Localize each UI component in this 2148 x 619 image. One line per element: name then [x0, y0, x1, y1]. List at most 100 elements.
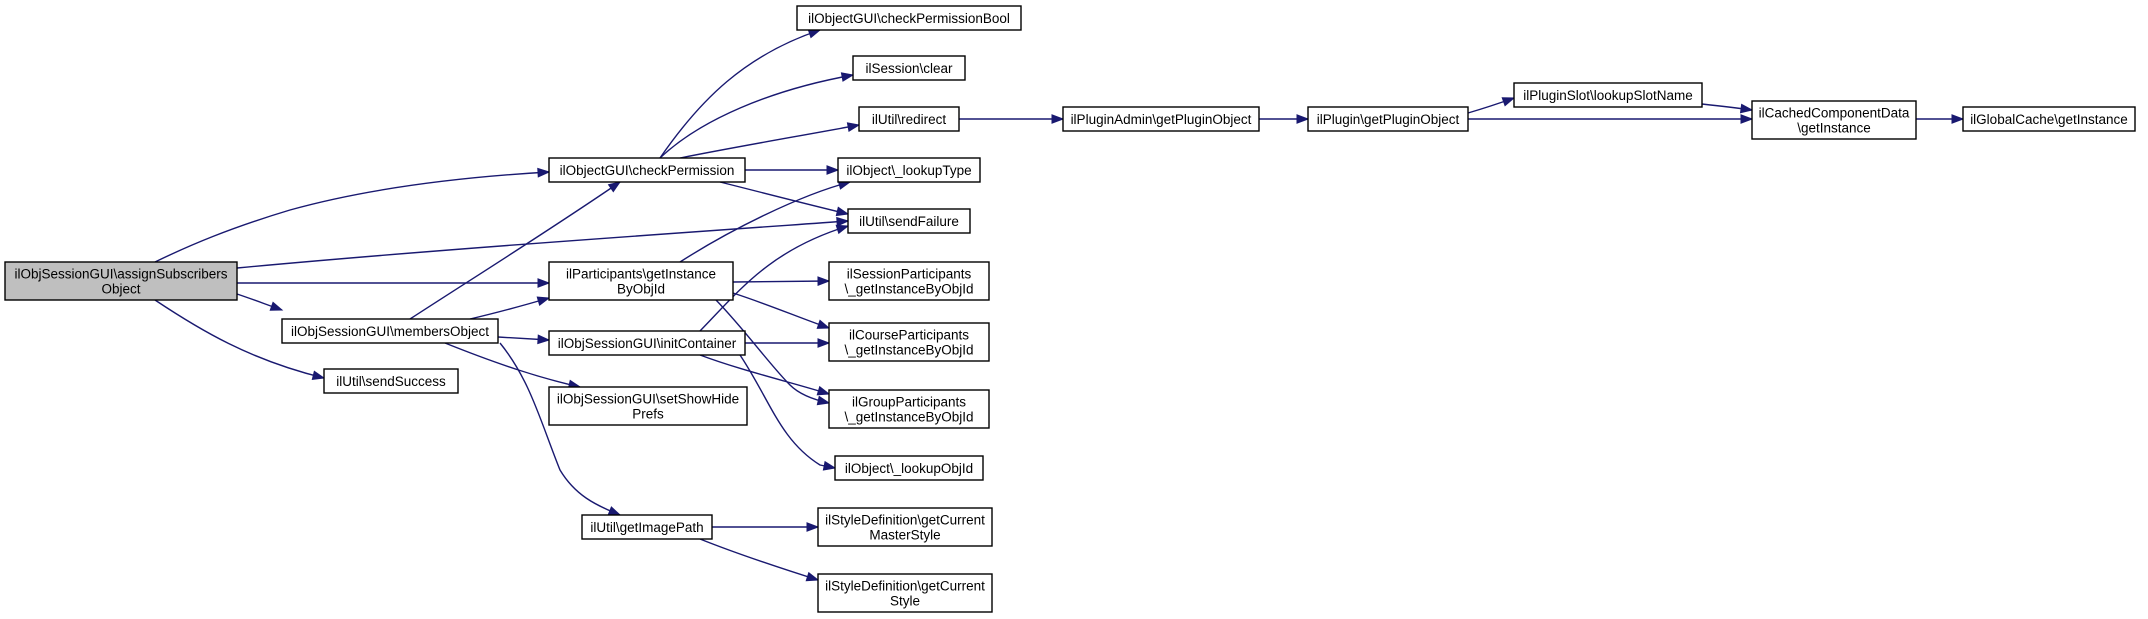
node-box	[548, 157, 746, 183]
arrowhead	[816, 385, 831, 396]
edge-n1-to-n13	[236, 216, 850, 269]
node-box	[1513, 82, 1703, 108]
node-box	[828, 322, 990, 362]
arrowhead	[537, 334, 551, 345]
node-label-line: ilObjectGUI\checkPermissionBool	[808, 11, 1010, 26]
node-box	[1062, 106, 1260, 132]
node-n13[interactable]: ilUtil\sendFailure	[847, 208, 971, 234]
arrowhead	[807, 29, 822, 39]
node-label-line: ilParticipants\getInstance	[566, 267, 716, 282]
edge-line	[409, 181, 621, 320]
arrowhead	[536, 296, 551, 306]
node-box	[323, 368, 459, 394]
arrowhead	[835, 224, 850, 235]
edge-line	[719, 181, 849, 215]
edge-n1-to-n2	[154, 167, 551, 263]
edge-n1-to-n5	[154, 299, 326, 381]
node-label-line: ilObjectGUI\checkPermission	[560, 163, 735, 178]
node-box	[581, 514, 713, 540]
node-box	[828, 261, 990, 301]
node-label-line: ilSession\clear	[865, 61, 953, 76]
node-n11[interactable]: ilUtil\redirect	[858, 106, 960, 132]
edge-line	[739, 354, 836, 469]
edge-n6-to-n16	[699, 354, 831, 396]
node-n9[interactable]: ilObjectGUI\checkPermissionBool	[796, 5, 1022, 31]
node-n2[interactable]: ilObjectGUI\checkPermission	[548, 157, 746, 183]
edge-n6-to-n13	[699, 224, 850, 332]
node-n10[interactable]: ilSession\clear	[852, 55, 966, 81]
node-label-line: ByObjId	[617, 282, 665, 297]
node-label-line: ilSessionParticipants	[847, 267, 972, 282]
arrowhead	[537, 167, 551, 178]
node-box	[837, 157, 981, 183]
edge-line	[679, 181, 851, 263]
edge-n23-to-n24	[1916, 114, 1965, 124]
arrowhead	[822, 460, 837, 471]
arrowhead	[836, 216, 850, 227]
node-label-line: ilPluginAdmin\getPluginObject	[1071, 112, 1252, 127]
arrowhead	[816, 319, 831, 329]
edge-line	[154, 299, 325, 379]
node-n24[interactable]: ilGlobalCache\getInstance	[1962, 106, 2136, 132]
edge-line	[699, 354, 830, 395]
node-label-line: ilObjSessionGUI\assignSubscribers	[14, 267, 227, 282]
node-n23[interactable]: ilCachedComponentData\getInstance	[1751, 100, 1917, 140]
node-label-line: ilPlugin\getPluginObject	[1317, 112, 1460, 127]
edge-line	[659, 74, 854, 159]
node-label-line: ilPluginSlot\lookupSlotName	[1523, 88, 1693, 103]
edge-line	[732, 292, 830, 329]
node-box	[1751, 100, 1917, 140]
node-n3[interactable]: ilParticipants\getInstanceByObjId	[548, 261, 734, 301]
node-box	[1962, 106, 2136, 132]
edge-n2-to-n12	[745, 165, 840, 175]
arrowhead	[840, 72, 855, 82]
node-box	[817, 573, 993, 613]
node-label-line: ilCachedComponentData	[1759, 106, 1910, 121]
node-label-line: ilObject\_lookupObjId	[845, 461, 973, 476]
arrowhead	[1296, 114, 1310, 124]
node-label-line: \_getInstanceByObjId	[844, 282, 973, 297]
edge-n4-to-n2	[409, 181, 622, 320]
node-label-line: Object	[101, 282, 140, 297]
node-n4[interactable]: ilObjSessionGUI\membersObject	[281, 318, 499, 344]
node-box	[834, 455, 984, 481]
edge-n8-to-n18	[712, 522, 820, 532]
edge-n4-to-n6	[497, 334, 551, 345]
node-label-line: ilUtil\redirect	[872, 112, 947, 127]
arrowhead	[846, 122, 861, 132]
arrowhead	[835, 206, 850, 217]
node-n12[interactable]: ilObject\_lookupType	[837, 157, 981, 183]
node-label-line: ilStyleDefinition\getCurrent	[825, 579, 985, 594]
node-label-line: \_getInstanceByObjId	[844, 343, 973, 358]
node-n5[interactable]: ilUtil\sendSuccess	[323, 368, 459, 394]
node-label-line: ilStyleDefinition\getCurrent	[825, 513, 985, 528]
node-n16[interactable]: ilGroupParticipants\_getInstanceByObjId	[828, 389, 990, 429]
arrowhead	[1740, 114, 1754, 124]
edge-line	[699, 225, 849, 332]
edge-line	[499, 342, 621, 516]
node-n14[interactable]: ilSessionParticipants\_getInstanceByObjI…	[828, 261, 990, 301]
arrowhead	[311, 370, 326, 381]
edge-n1-to-n4	[236, 293, 284, 311]
edge-n11-to-n20	[959, 114, 1065, 124]
node-n15[interactable]: ilCourseParticipants\_getInstanceByObjId	[828, 322, 990, 362]
node-n20[interactable]: ilPluginAdmin\getPluginObject	[1062, 106, 1260, 132]
edge-n8-to-n19	[699, 538, 820, 582]
node-n6[interactable]: ilObjSessionGUI\initContainer	[548, 330, 746, 356]
node-n21[interactable]: ilPlugin\getPluginObject	[1307, 106, 1469, 132]
node-label-line: ilObjSessionGUI\initContainer	[558, 336, 737, 351]
edge-n1-to-n3	[237, 278, 551, 288]
node-box	[548, 386, 748, 426]
edges-layer	[154, 29, 1965, 582]
node-n8[interactable]: ilUtil\getImagePath	[581, 514, 713, 540]
edge-n20-to-n21	[1259, 114, 1310, 124]
node-n17[interactable]: ilObject\_lookupObjId	[834, 455, 984, 481]
node-n22[interactable]: ilPluginSlot\lookupSlotName	[1513, 82, 1703, 108]
arrowhead	[607, 506, 622, 516]
node-label-line: ilObjSessionGUI\setShowHide	[557, 392, 739, 407]
arrowhead	[805, 571, 820, 582]
